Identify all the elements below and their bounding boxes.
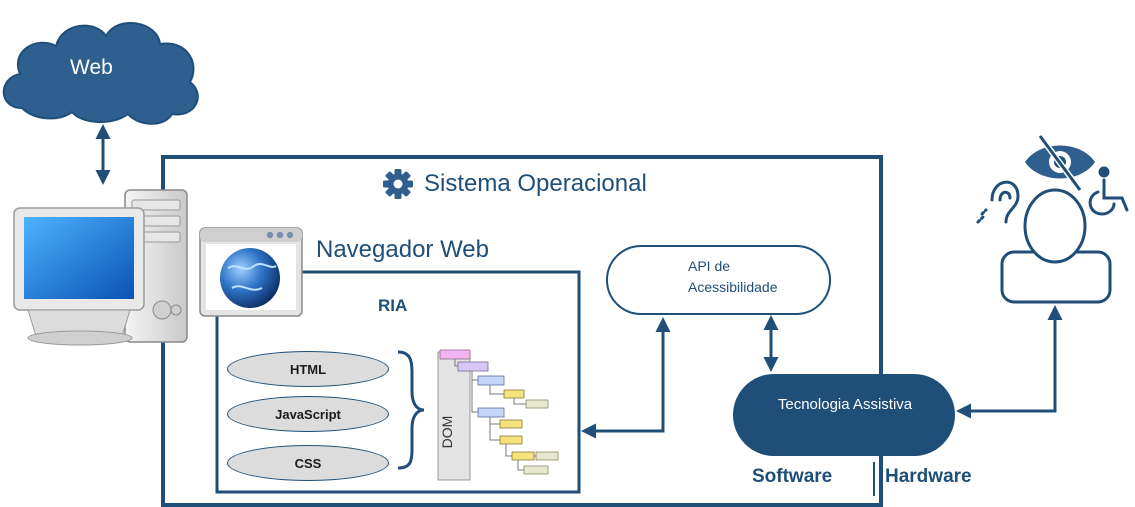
assistive-user-connector	[956, 305, 1063, 419]
assistive-tech-box	[733, 374, 955, 456]
tech-html-pill: HTML	[227, 351, 389, 387]
browser-title: Navegador Web	[316, 236, 489, 263]
hardware-label: Hardware	[885, 466, 972, 487]
tech-html-label: HTML	[289, 361, 327, 377]
dom-label: DOM	[439, 416, 455, 449]
dom-tree-illustration	[437, 349, 559, 481]
software-hardware-divider	[873, 462, 875, 496]
tech-css-pill: CSS	[227, 445, 389, 481]
assistive-tech-label: Tecnologia Assistiva	[777, 396, 913, 413]
user-icon	[1000, 188, 1112, 304]
api-label-line2: Acessibilidade	[688, 279, 778, 295]
tech-javascript-pill: JavaScript	[227, 396, 389, 432]
os-title: Sistema Operacional	[424, 170, 647, 197]
tech-javascript-label: JavaScript	[275, 406, 341, 422]
software-label: Software	[752, 466, 833, 487]
computer-icon	[13, 189, 188, 346]
wheelchair-icon	[1088, 166, 1129, 216]
eye-slash-icon	[1025, 134, 1095, 192]
api-box	[606, 245, 831, 315]
tech-css-label: CSS	[294, 455, 322, 471]
gear-icon	[383, 169, 413, 199]
tech-brace	[397, 350, 425, 470]
api-label: API de Acessibilidade	[688, 256, 778, 298]
dom-api-connector	[581, 317, 671, 439]
ria-title: RIA	[378, 296, 408, 315]
cloud-icon	[2, 21, 199, 125]
api-label-line1: API de	[688, 258, 731, 274]
browser-globe-icon	[199, 227, 303, 317]
web-label: Web	[70, 56, 113, 79]
hearing-icon	[976, 180, 1020, 224]
